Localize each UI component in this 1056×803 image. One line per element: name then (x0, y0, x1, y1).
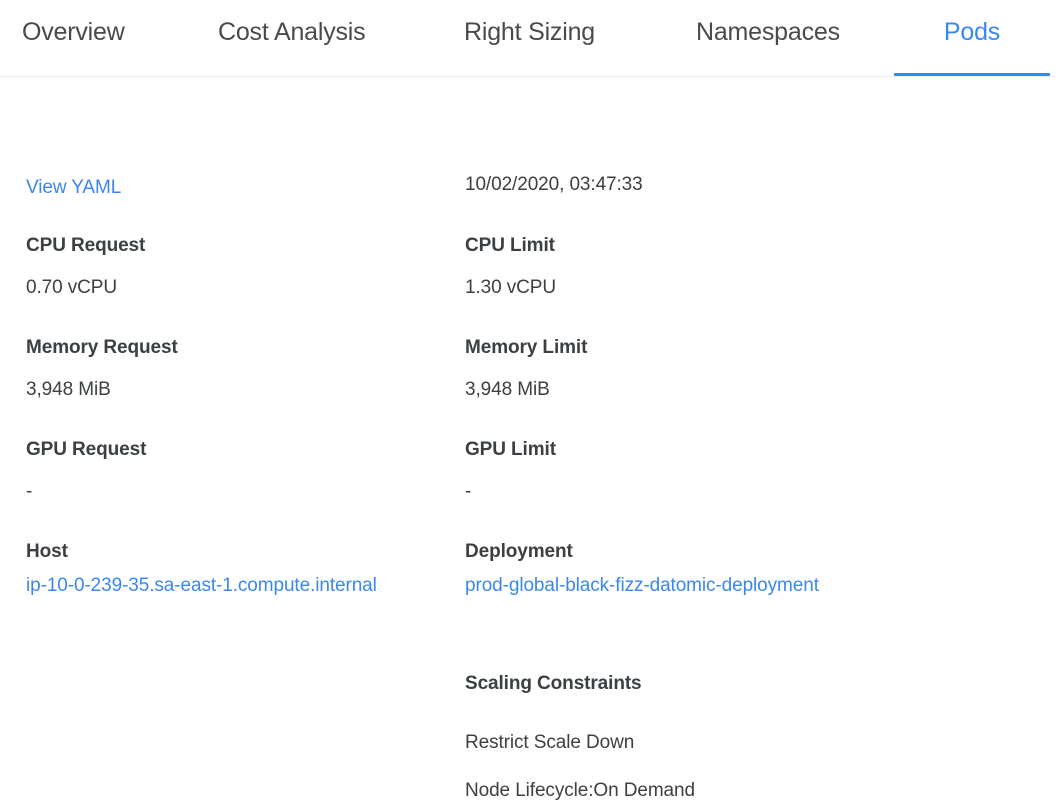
host-label: Host (26, 541, 68, 562)
memory-limit-value: 3,948 MiB (465, 379, 550, 400)
scaling-constraint-item: Node Lifecycle:On Demand (465, 780, 695, 801)
cpu-request-value: 0.70 vCPU (26, 277, 117, 298)
tab-pods[interactable]: Pods (894, 0, 1050, 76)
tab-right-sizing[interactable]: Right Sizing (464, 0, 595, 76)
cpu-limit-label: CPU Limit (465, 235, 555, 256)
tab-bar: Overview Cost Analysis Right Sizing Name… (0, 0, 1056, 77)
tab-cost-analysis-label: Cost Analysis (218, 18, 366, 46)
tab-namespaces[interactable]: Namespaces (696, 0, 840, 76)
tab-namespaces-label: Namespaces (696, 18, 840, 46)
memory-request-value: 3,948 MiB (26, 379, 111, 400)
gpu-request-value: - (26, 481, 33, 502)
tab-pods-label: Pods (943, 18, 1001, 46)
memory-limit-label: Memory Limit (465, 337, 588, 358)
deployment-link[interactable]: prod-global-black-fizz-datomic-deploymen… (465, 575, 819, 596)
tab-right-sizing-label: Right Sizing (464, 18, 595, 46)
gpu-limit-value: - (465, 481, 472, 502)
tab-overview-label: Overview (22, 18, 125, 46)
gpu-limit-label: GPU Limit (465, 439, 556, 460)
tab-list: Overview Cost Analysis Right Sizing Name… (0, 0, 1056, 76)
scaling-constraint-item: Restrict Scale Down (465, 732, 635, 753)
deployment-label: Deployment (465, 541, 573, 562)
active-tab-indicator (894, 73, 1050, 76)
view-yaml-link[interactable]: View YAML (26, 177, 122, 198)
host-link[interactable]: ip-10-0-239-35.sa-east-1.compute.interna… (26, 575, 377, 596)
memory-request-label: Memory Request (26, 337, 178, 358)
gpu-request-label: GPU Request (26, 439, 147, 460)
tab-overview[interactable]: Overview (22, 0, 125, 76)
cpu-limit-value: 1.30 vCPU (465, 277, 556, 298)
pod-timestamp: 10/02/2020, 03:47:33 (465, 174, 643, 195)
cpu-request-label: CPU Request (26, 235, 146, 256)
tab-cost-analysis[interactable]: Cost Analysis (218, 0, 366, 76)
scaling-constraints-label: Scaling Constraints (465, 673, 642, 694)
